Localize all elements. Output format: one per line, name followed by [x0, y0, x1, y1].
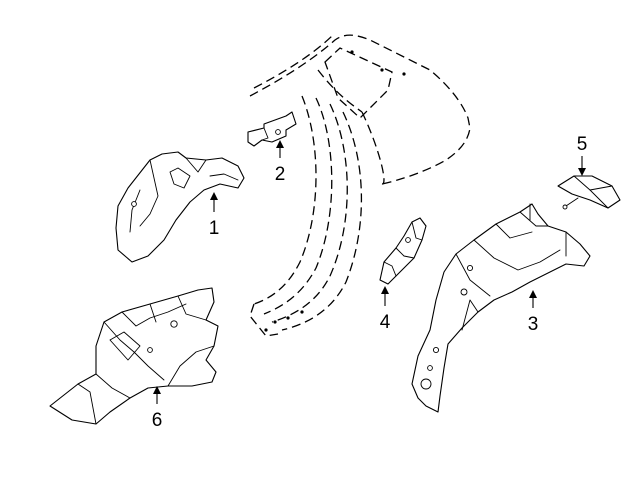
callout-label-2: 2: [275, 164, 286, 185]
callout-5: 5: [577, 134, 588, 176]
callout-2: 2: [275, 140, 286, 185]
part-6-wheelhouse-assembly: [49, 287, 219, 425]
callout-6: 6: [152, 386, 163, 431]
callout-label-1: 1: [209, 218, 220, 239]
callout-3: 3: [528, 290, 539, 335]
callout-label-3: 3: [528, 314, 539, 335]
quarter-panel-outline: [249, 34, 471, 337]
callout-1: 1: [209, 192, 220, 239]
part-2-bracket: [247, 111, 297, 147]
callout-label-6: 6: [152, 410, 163, 431]
callout-label-4: 4: [380, 312, 391, 333]
part-3-inner-panel: [411, 203, 591, 413]
part-5-panel: [557, 175, 621, 210]
callout-label-5: 5: [577, 134, 588, 155]
part-1-wheelhouse: [115, 151, 245, 263]
part-4-bracket: [379, 217, 427, 285]
callout-4: 4: [380, 286, 391, 333]
